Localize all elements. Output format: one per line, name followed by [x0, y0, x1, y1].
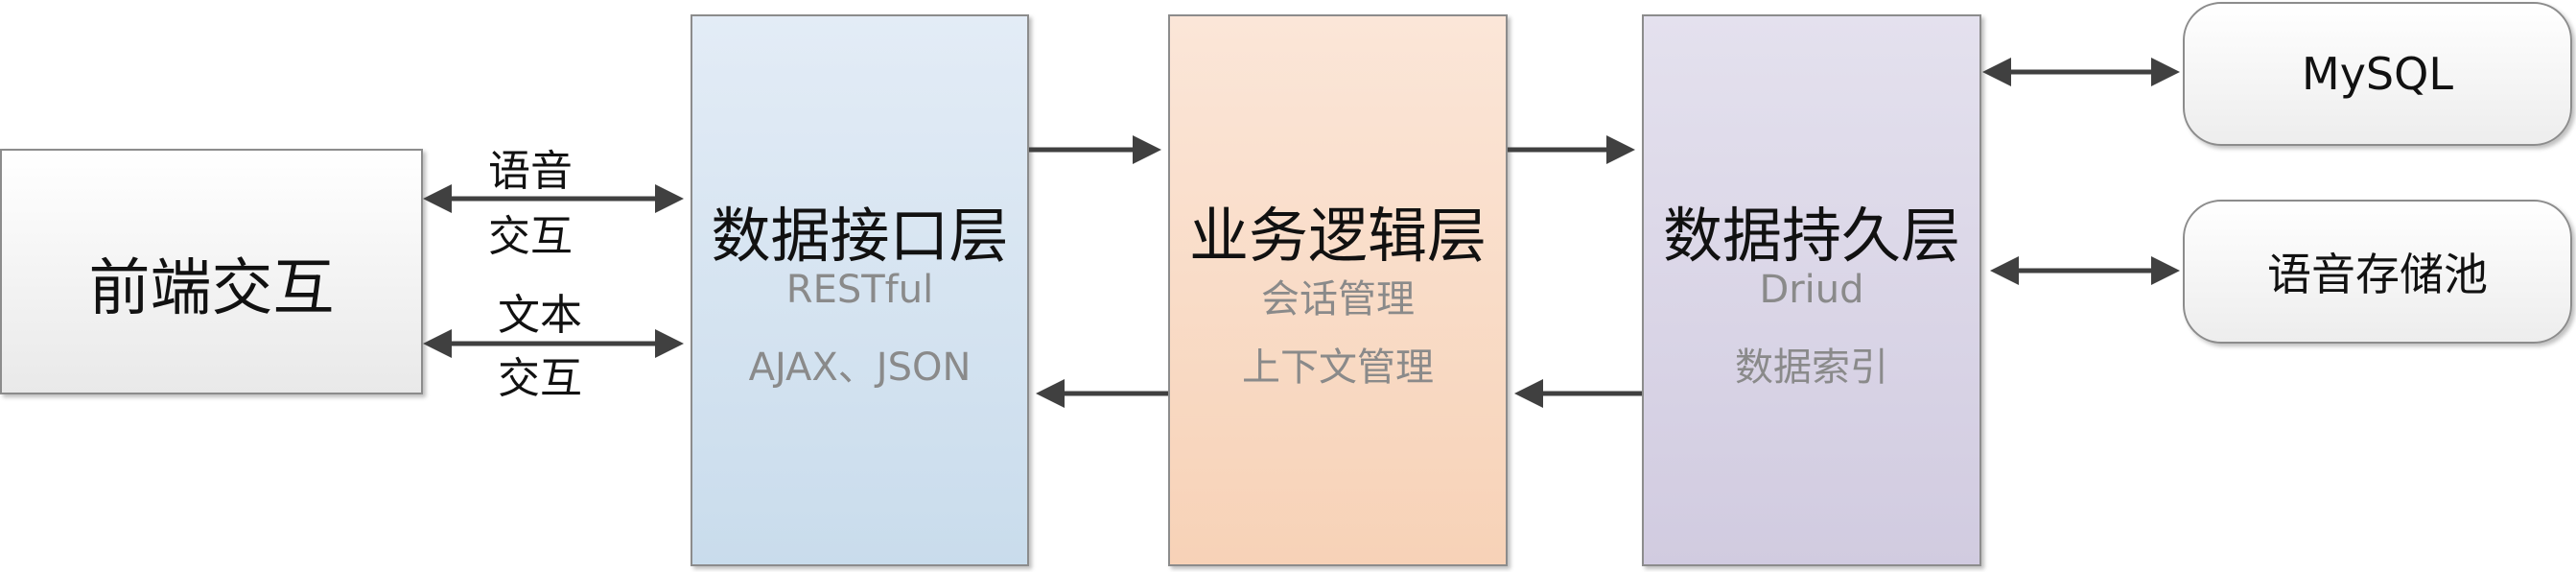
data-interface-layer-detail-1: RESTful	[785, 268, 934, 312]
mysql-node: MySQL	[2183, 2, 2572, 146]
data-persistence-layer-detail-1: Driud	[1759, 268, 1864, 312]
voice-edge-label-bottom: 交互	[488, 212, 573, 261]
data-interface-layer: 数据接口层 RESTful AJAX、JSON	[691, 14, 1029, 566]
mysql-label: MySQL	[2302, 48, 2453, 100]
voice-storage-pool-node: 语音存储池	[2183, 200, 2572, 344]
business-logic-layer-detail-2: 上下文管理	[1242, 346, 1434, 390]
data-interface-layer-detail-2: AJAX、JSON	[748, 346, 972, 390]
frontend-box: 前端交互	[0, 149, 423, 394]
business-logic-layer-detail-1: 会话管理	[1261, 277, 1415, 322]
frontend-title: 前端交互	[88, 253, 335, 324]
data-persistence-layer: 数据持久层 Driud 数据索引	[1642, 14, 1981, 566]
business-logic-layer-title: 业务逻辑层	[1188, 201, 1487, 271]
data-interface-layer-title: 数据接口层	[711, 201, 1009, 271]
data-persistence-layer-title: 数据持久层	[1662, 201, 1960, 271]
text-edge-label-bottom: 交互	[498, 354, 582, 403]
business-logic-layer: 业务逻辑层 会话管理 上下文管理	[1168, 14, 1508, 566]
voice-storage-pool-label: 语音存储池	[2267, 249, 2488, 300]
data-persistence-layer-detail-2: 数据索引	[1735, 346, 1888, 390]
